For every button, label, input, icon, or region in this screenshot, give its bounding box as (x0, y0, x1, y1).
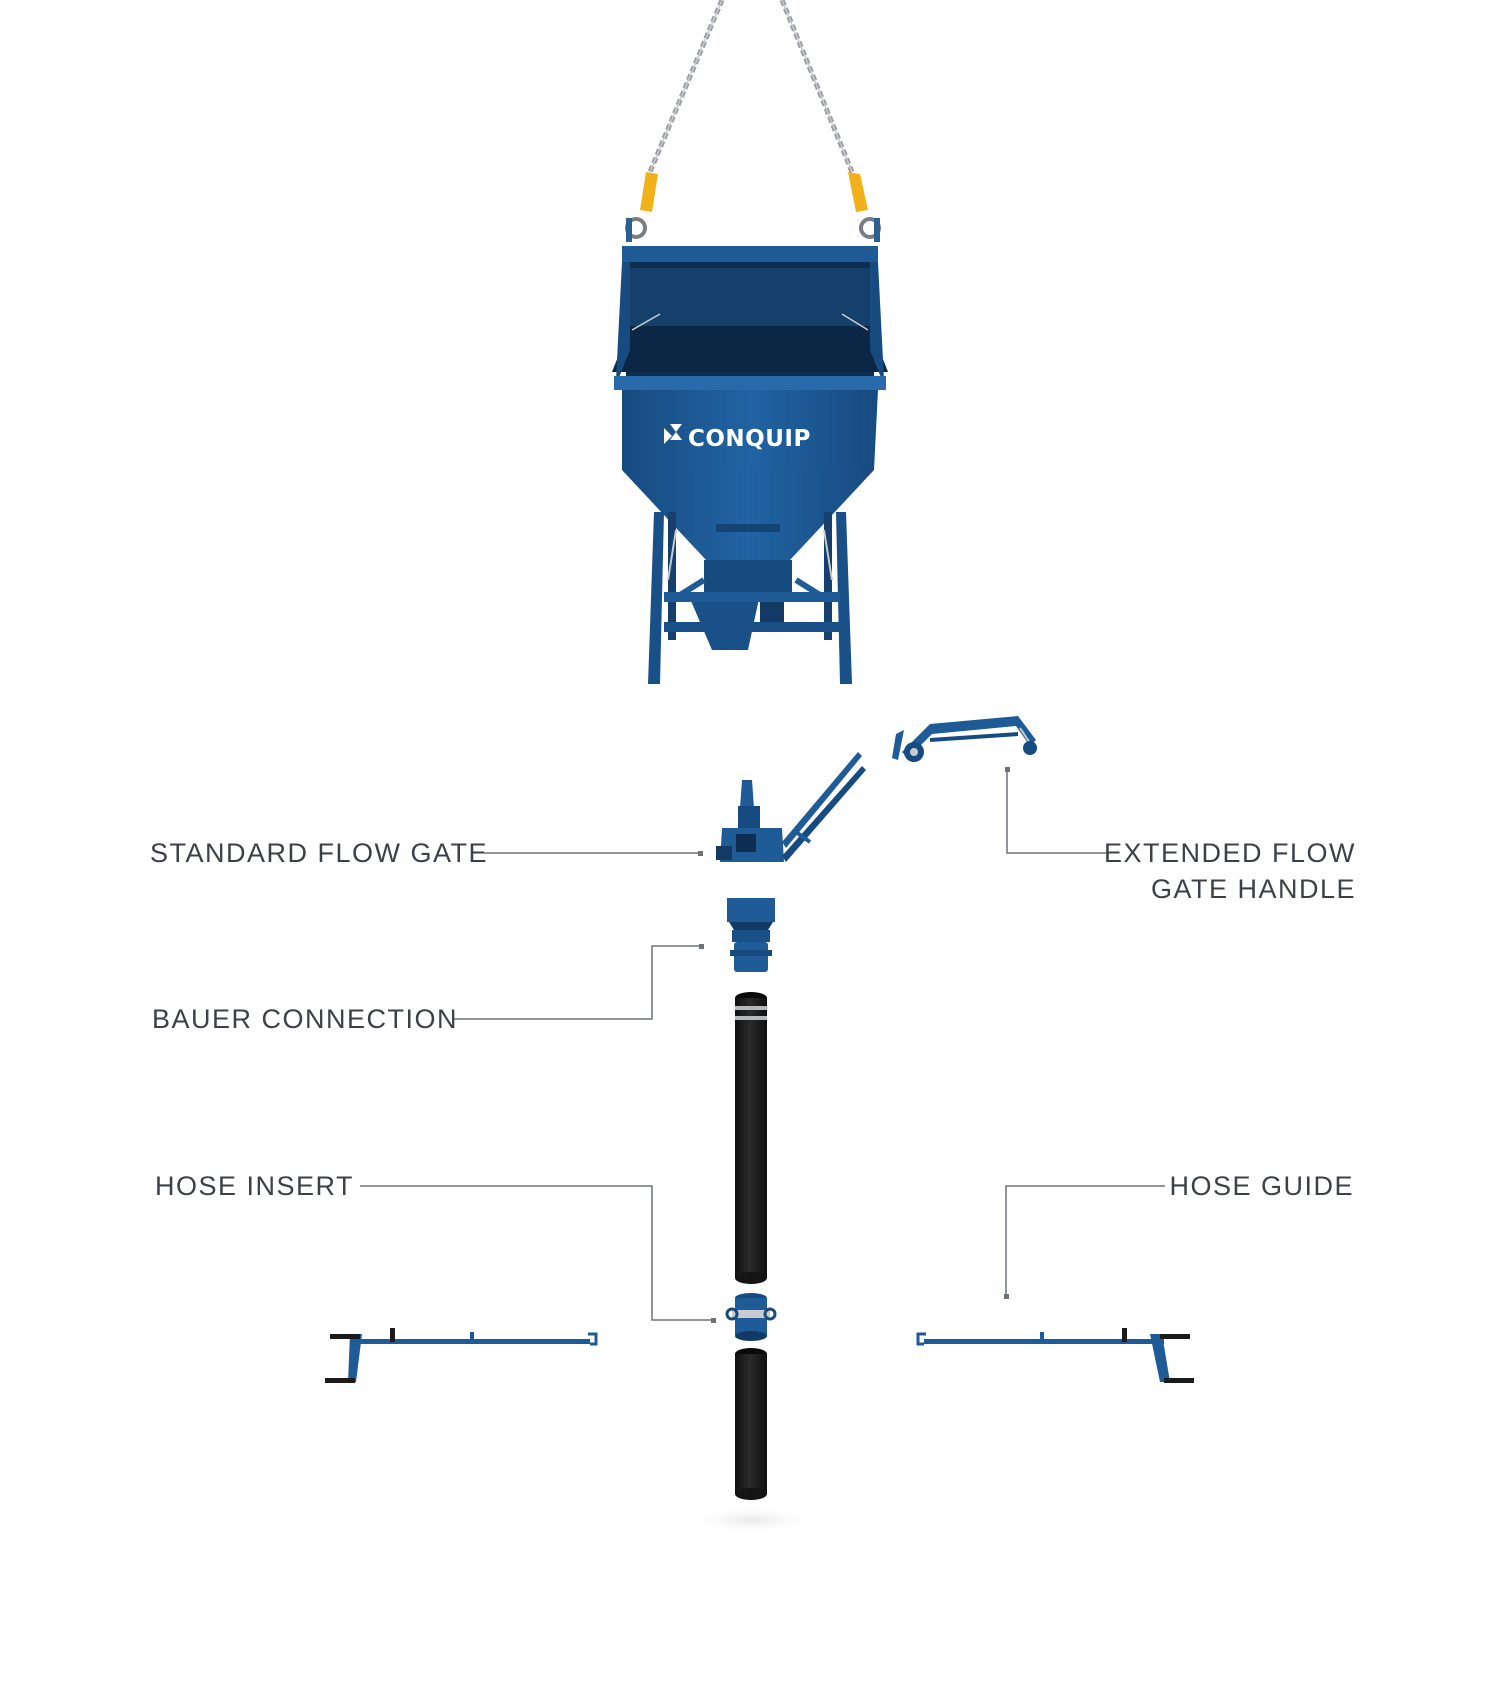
gate-handle-icon (892, 716, 1037, 762)
label-hose-insert: HOSE INSERT (155, 1171, 355, 1201)
hose-icon (735, 992, 767, 1284)
brand-logo: CONQUIP (664, 424, 811, 452)
logo-text: CONQUIP (688, 426, 811, 452)
hose-insert-icon (725, 1293, 777, 1341)
label-extended-flow-gate-handle-line1: EXTENDED FLOW (1103, 838, 1356, 868)
bauer-coupling-icon (727, 898, 775, 972)
shackle-yellow-icon (625, 172, 881, 242)
label-extended-flow-gate-handle-line2: GATE HANDLE (1150, 874, 1356, 904)
hose-guide-right-icon (916, 1328, 1194, 1383)
label-hose-guide: HOSE GUIDE (1169, 1171, 1354, 1201)
concrete-bucket-icon: CONQUIP (612, 246, 888, 684)
flow-gate-icon (716, 752, 866, 862)
label-bauer-connection: BAUER CONNECTION (152, 1004, 459, 1034)
label-standard-flow-gate: STANDARD FLOW GATE (150, 838, 489, 868)
lifting-chain-icon (647, 0, 855, 173)
hose-lower-icon (681, 1348, 821, 1534)
leader-extended-flow-gate-handle (1006, 770, 1108, 854)
hose-guide-left-icon (325, 1328, 598, 1383)
leader-lines (360, 767, 1165, 1323)
leader-bauer-connection (452, 945, 702, 1020)
leader-hose-guide (1005, 1185, 1165, 1296)
leader-hose-insert (360, 1185, 714, 1321)
